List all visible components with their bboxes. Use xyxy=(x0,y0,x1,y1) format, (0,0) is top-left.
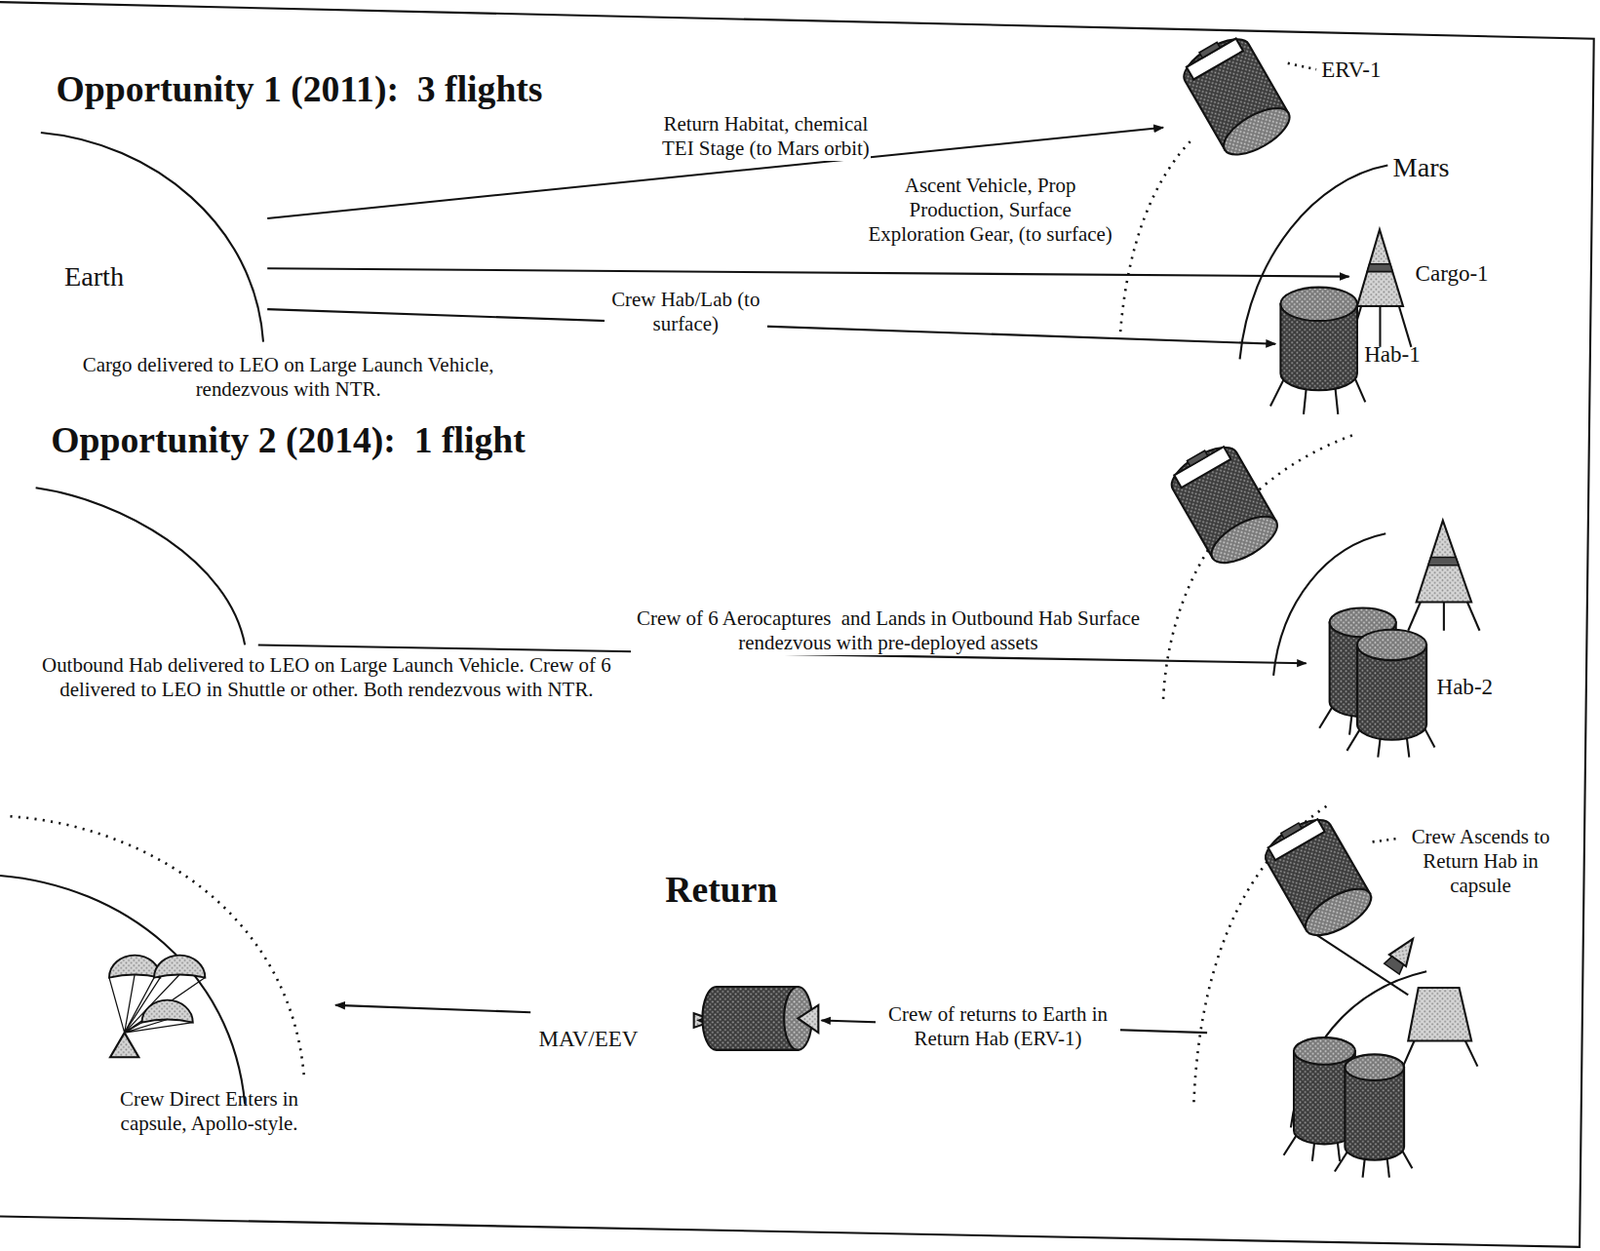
habitat-module xyxy=(1280,287,1357,391)
section-heading: Return xyxy=(664,867,778,912)
habitat-module xyxy=(1344,1053,1405,1160)
ascent-capsule xyxy=(1384,955,1405,975)
hab-lander: Hab-1 xyxy=(1275,298,1434,383)
callout-note: Crew Ascends to Return Hab in capsule xyxy=(1394,824,1568,898)
launch-note: Cargo delivered to LEO on Large Launch V… xyxy=(81,352,496,402)
habitat-module xyxy=(1357,629,1427,741)
return-habitat xyxy=(1173,446,1231,488)
entry-capsule xyxy=(110,1032,139,1057)
vehicle-name: Hab-2 xyxy=(1437,673,1494,702)
section-heading: Opportunity 1 (2011): 3 flights xyxy=(56,67,544,112)
mav-eev-body xyxy=(702,986,812,1051)
habitat-module xyxy=(1344,1053,1405,1081)
return-habitat xyxy=(1164,436,1285,572)
edge-label: Return Habitat, chemical TEI Stage (to M… xyxy=(661,112,871,161)
ascent-stage-band xyxy=(1366,264,1393,273)
section-heading: Opportunity 2 (2014): 1 flight xyxy=(50,418,525,463)
return-note: Crew of returns to Earth in Return Hab (… xyxy=(875,1002,1121,1052)
solar-box xyxy=(1281,822,1302,839)
vehicle-name: ERV-1 xyxy=(1321,56,1381,84)
descent-stage xyxy=(1407,987,1472,1041)
return-habitat xyxy=(1257,809,1378,944)
parachute xyxy=(141,1000,193,1023)
lander-leg xyxy=(1407,601,1421,630)
parachute xyxy=(109,955,160,978)
planet-name: Earth xyxy=(64,260,124,294)
vehicle-name: Cargo-1 xyxy=(1415,260,1489,288)
solar-box xyxy=(1199,41,1220,58)
return-habitat xyxy=(1298,879,1379,944)
planet-earth: Earth xyxy=(30,127,268,348)
entry-capsule-group: Crew Direct Enters in capsule, Apollo-st… xyxy=(86,943,336,1148)
eev-capsule xyxy=(797,1005,819,1033)
habitat-module xyxy=(1293,1037,1356,1065)
earth-limb xyxy=(36,487,246,645)
vehicle-name: MAV/EEV xyxy=(539,1025,639,1054)
cargo-lander xyxy=(1416,520,1473,603)
habitat-module xyxy=(1280,287,1357,322)
transfer-arrow xyxy=(335,1005,531,1013)
erv-vehicle: ERV-1 xyxy=(1163,45,1408,149)
solar-box xyxy=(1187,450,1209,467)
lander-leg xyxy=(1403,1040,1478,1066)
ascent-capsule xyxy=(1383,933,1422,976)
transfer-note: Crew of 6 Aerocaptures and Lands in Outb… xyxy=(630,606,1147,656)
ascent-arrow xyxy=(1303,926,1408,995)
habitat-module xyxy=(1357,629,1427,661)
cargo-lander xyxy=(1357,229,1404,306)
edge-label: Crew Hab/Lab (to surface) xyxy=(604,287,768,337)
mars-orbit xyxy=(1163,433,1358,700)
edge-label: Ascent Vehicle, Prop Production, Surface… xyxy=(859,173,1121,247)
hab-lander: Hab-2 xyxy=(1311,610,1501,723)
vehicle-name: Hab-1 xyxy=(1364,341,1421,369)
lander-leg xyxy=(1443,601,1445,630)
transfer-arrow xyxy=(267,268,1349,276)
return-habitat xyxy=(1175,29,1296,164)
lander-leg xyxy=(1467,601,1481,630)
shroud-lines xyxy=(124,974,206,1033)
return-habitat xyxy=(1268,819,1326,860)
leader-dots xyxy=(1287,63,1317,70)
return-habitat xyxy=(1186,38,1244,79)
mars-orbit xyxy=(1120,137,1194,332)
earth-orbit xyxy=(9,816,304,1077)
parachute xyxy=(154,955,205,978)
earth-limb xyxy=(0,875,245,1104)
ascent-stage-band xyxy=(1428,556,1459,565)
return-vehicle: MAV/EEV xyxy=(530,974,821,1056)
leader-dots xyxy=(1372,838,1397,842)
planet-name: Mars xyxy=(1393,151,1450,185)
transfer-arrow xyxy=(267,309,1276,345)
launch-note: Outbound Hab delivered to LEO on Large L… xyxy=(36,653,619,703)
caption-text: Crew Direct Enters in capsule, Apollo-st… xyxy=(86,1087,332,1136)
cargo-lander: Cargo-1 xyxy=(1349,222,1503,310)
shroud-lines xyxy=(124,1019,194,1034)
return-habitat xyxy=(1216,99,1297,164)
return-habitat xyxy=(1204,507,1285,572)
earth-limb xyxy=(40,132,264,343)
